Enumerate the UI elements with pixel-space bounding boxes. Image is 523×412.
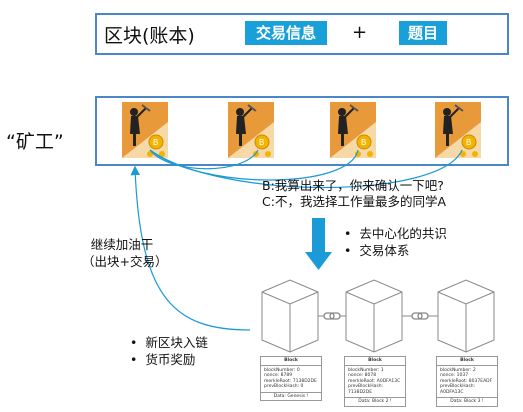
block-card: Block blockNumber: 2 nonce: 1037 merkleR… [436,356,498,407]
miner-icon [330,102,376,158]
down-arrow-shaft [312,218,325,252]
dialog-line: C:不，我选择工作量最多的同学A [262,194,446,209]
down-arrow-head [305,252,332,270]
consensus-arrow [149,149,463,188]
question-tag: 题目 [399,21,447,45]
consensus-arrow [149,149,259,170]
plus-sign: + [352,22,368,43]
transaction-info-tag: 交易信息 [245,21,327,45]
chain-link-icon [323,312,341,320]
reward-item: • 新区块入链 [130,335,208,350]
miner-icon [122,102,168,158]
miner-dialog: B:我算出来了，你来确认一下吧? C:不，我选择工作量最多的同学A [262,178,446,210]
block-card: Block blockNumber: 1 nonce: 8078 merkleR… [344,356,406,407]
outcome-list: • 去中心化的共识 • 交易体系 [344,225,447,259]
block-cube [261,279,319,353]
outcome-item: • 去中心化的共识 [344,226,447,241]
dialog-line: B:我算出来了，你来确认一下吧? [262,178,444,193]
continue-label: 继续加油干 （出块+交易） [82,237,168,269]
continue-loop-arrow [130,165,251,331]
reward-item: • 货币奖励 [130,352,196,367]
reward-list: • 新区块入链 • 货币奖励 [130,334,208,368]
miner-icon [435,102,481,158]
block-cube [345,279,403,353]
chain-link-icon [411,312,429,320]
outcome-item: • 交易体系 [344,243,410,258]
miner-icon [228,102,274,158]
block-card: Block blockNumber: 0 nonce: 8789 merkleR… [260,356,322,401]
block-cube [437,279,495,353]
block-title: 区块(账本) [104,25,195,47]
miner-label: “矿工” [6,131,64,153]
